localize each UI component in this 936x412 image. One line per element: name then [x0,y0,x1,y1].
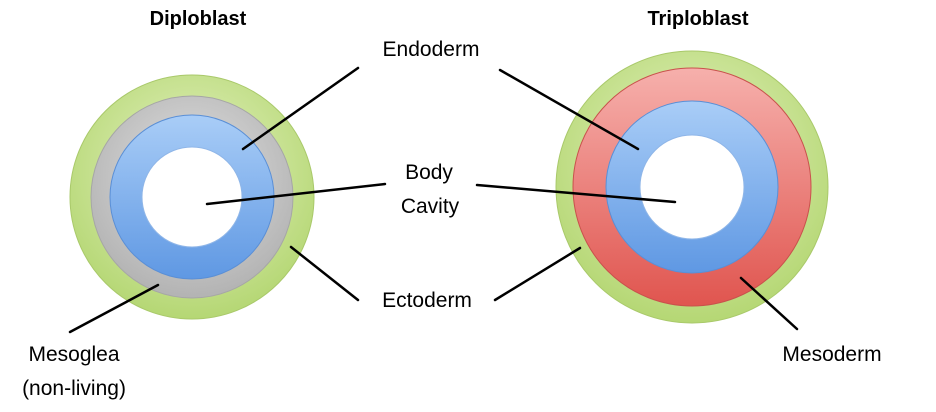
body-cavity-label-line1: Body [405,161,453,184]
triploblast-title: Triploblast [647,8,748,30]
leader-line-endoderm-triploblast [498,68,640,151]
diploblast-title: Diploblast [150,8,247,30]
leader-line-cavity-diploblast [205,182,387,206]
leader-line-ectoderm-diploblast [289,245,360,302]
leader-lines [68,66,799,334]
triploblast-diagram [555,50,829,324]
leader-line-ectoderm-triploblast [493,246,582,302]
mesoglea-label-line2: (non-living) [22,377,126,400]
triploblast-body-cavity [639,134,745,240]
diploblast-body-cavity [141,146,243,248]
endoderm-label: Endoderm [383,38,480,61]
leader-line-mesoglea [68,283,160,334]
leader-line-mesoderm [739,276,799,331]
mesoglea-label-line1: Mesoglea [28,343,119,366]
leader-line-endoderm-diploblast [241,66,360,151]
body-cavity-label-line2: Cavity [401,195,460,218]
diploblast-diagram [69,74,315,320]
leader-line-cavity-triploblast [475,183,677,204]
ectoderm-label: Ectoderm [382,289,472,312]
mesoderm-label: Mesoderm [782,343,881,366]
